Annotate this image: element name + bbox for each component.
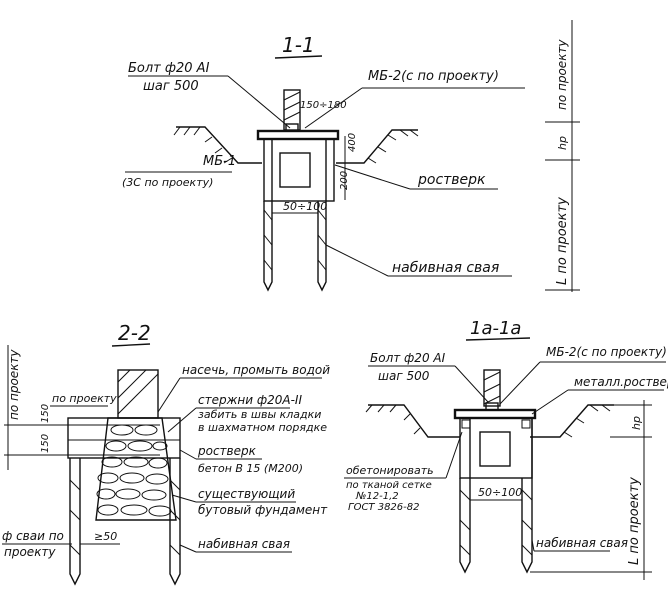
section-title-2-2: 2-2 bbox=[118, 321, 151, 345]
bolt-step-label: шаг 500 bbox=[143, 79, 199, 94]
right-top-note: по проекту bbox=[555, 39, 569, 110]
section-title-1a-1a: 1а-1а bbox=[470, 318, 521, 339]
section-title-1-1: 1-1 bbox=[282, 33, 315, 57]
pile-label: набивная свая bbox=[392, 260, 499, 276]
left-top-note: по проекту bbox=[7, 349, 21, 420]
dim-150-a: 150 bbox=[40, 404, 51, 423]
rostverk-label-2: ростверк bbox=[197, 444, 257, 458]
mb1-label: МБ-1 bbox=[203, 154, 236, 169]
rods-note-2: забить в швы кладки bbox=[198, 408, 321, 421]
mb2-label-2: МБ-2(с по проекту) bbox=[546, 345, 667, 359]
mb2-label: МБ-2(с по проекту) bbox=[368, 69, 499, 84]
mb1-note: (3С по проекту) bbox=[122, 176, 213, 189]
dim-50-100-2: 50÷100 bbox=[478, 486, 522, 499]
dim-150-b: 150 bbox=[40, 434, 51, 453]
metal-rostverk-label: металл.ростверк bbox=[574, 375, 668, 389]
pile-diameter-note: ф сваи по bbox=[2, 529, 64, 543]
concrete-note-4: №12-1,2 bbox=[355, 491, 399, 502]
rods-note: стержни ф20А-II bbox=[198, 393, 302, 407]
pile-diameter-note-2: проекту bbox=[4, 545, 56, 559]
hp-label-2: hр bbox=[630, 416, 643, 430]
dim-150-180: 150÷180 bbox=[300, 100, 347, 111]
rods-note-3: в шахматном порядке bbox=[198, 421, 327, 434]
hp-label: hр bbox=[556, 136, 569, 150]
pile-label-3: набивная свая bbox=[536, 536, 628, 550]
concrete-note-3: по тканой сетке bbox=[346, 480, 432, 491]
right-note-2: L по проекту bbox=[627, 477, 642, 565]
bolt-label: Болт ф20 АI bbox=[128, 61, 210, 76]
section-1-1: 1-1 Болт ф20 АI шаг 500 МБ-2(с по проект… bbox=[122, 20, 580, 292]
rostverk-label: ростверк bbox=[417, 172, 486, 188]
right-bottom-note: L по проекту bbox=[555, 197, 570, 285]
section-2-2: 2-2 по проекту по проекту 150 150 bbox=[2, 321, 330, 586]
concrete-note-2: обетонировать bbox=[346, 464, 434, 477]
section-1a-1a: 1а-1а Болт ф20 АI шаг 500 МБ-2(с по прое… bbox=[344, 318, 668, 580]
dim-400: 400 bbox=[347, 133, 358, 152]
existing-note: существующий bbox=[198, 487, 295, 501]
pile-label-2: набивная свая bbox=[198, 537, 290, 551]
mid-note: по проекту bbox=[52, 392, 117, 405]
dim-200: 200 bbox=[339, 171, 350, 190]
bolt-label-2: Болт ф20 АI bbox=[370, 351, 446, 365]
rubble-stones bbox=[96, 424, 172, 517]
concrete-note: бетон В 15 (М200) bbox=[198, 462, 303, 475]
bolt-step-label-2: шаг 500 bbox=[378, 369, 430, 383]
gap-note: ≥50 bbox=[94, 530, 117, 543]
dim-50-100: 50÷100 bbox=[283, 200, 327, 213]
concrete-note-5: ГОСТ 3826-82 bbox=[348, 502, 420, 513]
existing-note-2: бутовый фундамент bbox=[198, 503, 328, 517]
notch-note: насечь, промыть водой bbox=[182, 363, 330, 377]
